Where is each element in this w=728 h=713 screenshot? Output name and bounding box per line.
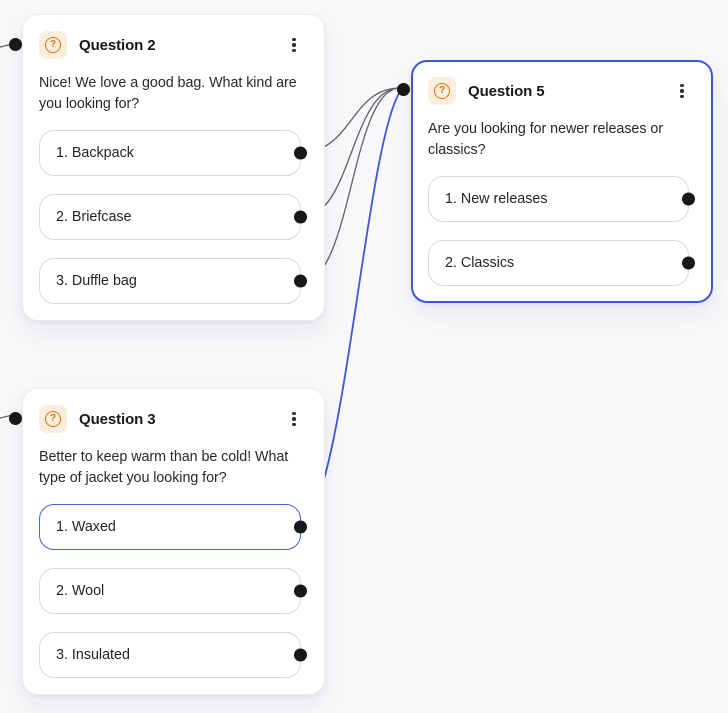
question-text: Better to keep warm than be cold! What t… — [39, 449, 289, 486]
option-row[interactable]: 2. Briefcase — [39, 194, 307, 240]
node-question-3[interactable]: ? Question 3 Better to keep warm than be… — [9, 388, 325, 695]
node-question-5[interactable]: ? Question 5 Are you looking for newer r… — [397, 60, 713, 303]
option-label: 2. Classics — [445, 255, 515, 271]
node-header: ? Question 5 — [428, 77, 696, 105]
output-port[interactable] — [682, 192, 695, 206]
question-text: Nice! We love a good bag. What kind are … — [39, 75, 297, 112]
input-port[interactable] — [9, 412, 22, 425]
output-port[interactable] — [294, 146, 307, 160]
output-port[interactable] — [294, 210, 307, 224]
option-row[interactable]: 1. Waxed — [39, 504, 307, 550]
help-circle-icon: ? — [428, 77, 456, 105]
node-title: Question 3 — [79, 410, 156, 428]
option-row[interactable]: 2. Wool — [39, 568, 307, 614]
output-port[interactable] — [294, 274, 307, 288]
input-port[interactable] — [9, 38, 22, 51]
question-text: Are you looking for newer releases or cl… — [428, 121, 663, 158]
option-row[interactable]: 3. Duffle bag — [39, 258, 307, 304]
question-mark-glyph: ? — [434, 83, 450, 99]
kebab-menu-icon[interactable] — [674, 80, 690, 102]
help-circle-icon: ? — [39, 31, 67, 59]
options-list: 1. Waxed 2. Wool 3. Insulated — [39, 504, 308, 678]
option-label: 3. Insulated — [56, 647, 130, 663]
node-header: ? Question 2 — [39, 31, 308, 59]
help-circle-icon: ? — [39, 405, 67, 433]
options-list: 1. Backpack 2. Briefcase 3. Duffle bag — [39, 130, 308, 304]
option-label: 3. Duffle bag — [56, 273, 137, 289]
kebab-menu-icon[interactable] — [286, 408, 302, 430]
option-row[interactable]: 1. Backpack — [39, 130, 307, 176]
question-mark-glyph: ? — [45, 37, 61, 53]
output-port[interactable] — [294, 648, 307, 662]
kebab-menu-icon[interactable] — [286, 34, 302, 56]
node-title: Question 5 — [468, 82, 545, 100]
output-port[interactable] — [294, 584, 307, 598]
option-row[interactable]: 3. Insulated — [39, 632, 307, 678]
node-title: Question 2 — [79, 36, 156, 54]
option-row[interactable]: 2. Classics — [428, 240, 695, 286]
option-label: 1. Waxed — [56, 519, 116, 535]
node-header: ? Question 3 — [39, 405, 308, 433]
output-port[interactable] — [294, 520, 307, 534]
node-question-2[interactable]: ? Question 2 Nice! We love a good bag. W… — [9, 14, 325, 321]
option-label: 2. Briefcase — [56, 209, 132, 225]
option-row[interactable]: 1. New releases — [428, 176, 695, 222]
option-label: 1. Backpack — [56, 145, 134, 161]
option-label: 1. New releases — [445, 191, 548, 207]
options-list: 1. New releases 2. Classics — [428, 176, 696, 286]
output-port[interactable] — [682, 256, 695, 270]
input-port[interactable] — [397, 83, 410, 96]
option-label: 2. Wool — [56, 583, 105, 599]
question-mark-glyph: ? — [45, 411, 61, 427]
